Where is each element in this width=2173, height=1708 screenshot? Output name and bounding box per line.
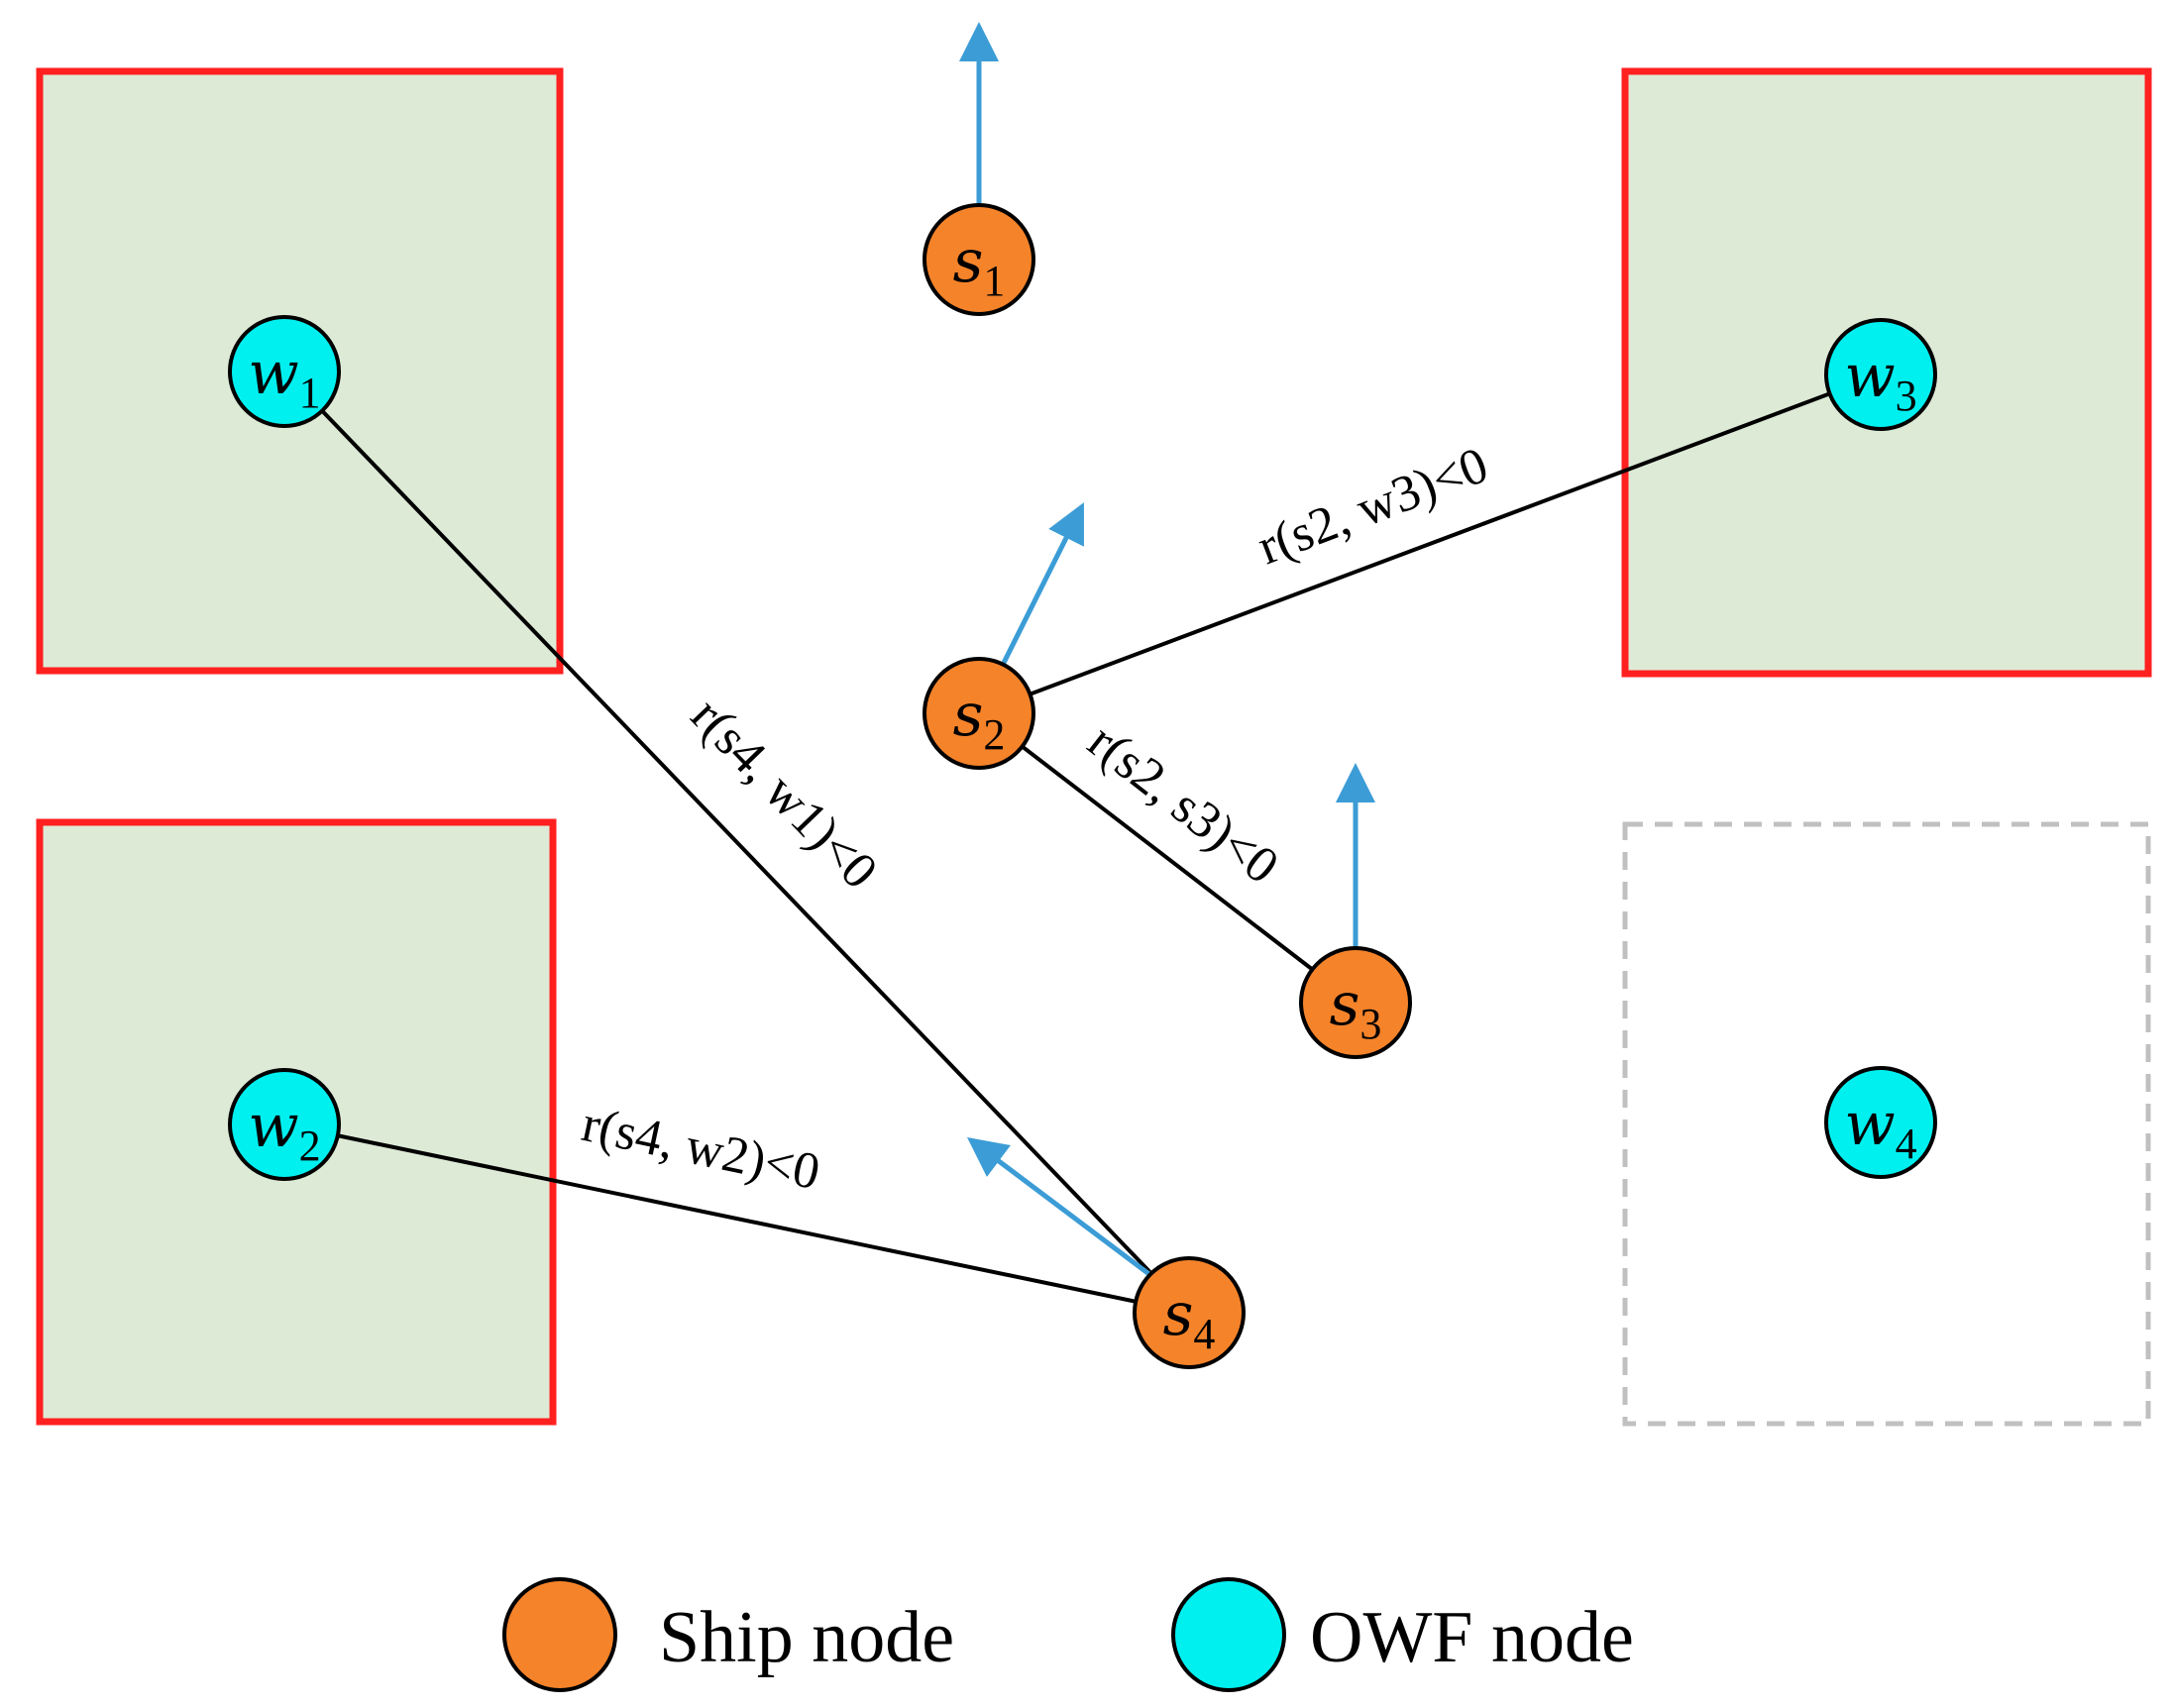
svg-text:s4: s4	[1163, 1280, 1216, 1358]
svg-text:s2: s2	[953, 681, 1006, 759]
owf-node-w1-label: w	[248, 339, 298, 408]
ship-node-s4: s4	[1133, 1256, 1246, 1369]
owf-node-w3-label: w	[1844, 342, 1895, 411]
ship-node-s3: s3	[1299, 946, 1412, 1059]
owf-node-w3-sub: 3	[1896, 372, 1917, 420]
legend: Ship node OWF node	[502, 1577, 1634, 1692]
owf-node-w2-label: w	[248, 1092, 298, 1161]
move-arrow-s2	[993, 502, 1084, 681]
ship-node-s2-sub: 2	[983, 710, 1005, 759]
owf-node-w3: w3	[1824, 318, 1937, 431]
svg-text:w3: w3	[1844, 342, 1916, 420]
legend-ship-swatch	[502, 1577, 617, 1692]
edge-label-s2-w3: r(s2, w3)<0	[1250, 437, 1495, 576]
svg-text:s3: s3	[1330, 970, 1382, 1048]
legend-owf-swatch	[1171, 1577, 1286, 1692]
ship-node-s1-sub: 1	[983, 257, 1005, 305]
svg-text:s1: s1	[953, 227, 1006, 305]
owf-zone-w4	[1622, 821, 2151, 1427]
svg-text:w2: w2	[248, 1092, 320, 1170]
owf-node-w4: w4	[1824, 1066, 1937, 1179]
edge-s4-w1	[282, 370, 1191, 1315]
owf-node-w1: w1	[228, 315, 341, 428]
ship-node-s1-label: s	[953, 227, 984, 296]
svg-text:w4: w4	[1844, 1090, 1916, 1168]
ship-node-s1: s1	[923, 203, 1035, 316]
owf-node-w2: w2	[228, 1068, 341, 1181]
legend-owf-label: OWF node	[1310, 1597, 1634, 1678]
edge-s4-w2	[283, 1122, 1190, 1315]
owf-node-w2-sub: 2	[299, 1121, 321, 1170]
edge-label-s4-w2: r(s4, w2)<0	[578, 1096, 825, 1201]
edge-s2-w3	[978, 373, 1882, 715]
edge-label-s4-w1: r(s4, w1)<0	[680, 688, 888, 900]
legend-ship-label: Ship node	[659, 1597, 954, 1678]
ship-node-s4-sub: 4	[1193, 1310, 1215, 1358]
ship-node-s4-label: s	[1163, 1280, 1194, 1349]
ship-node-s3-sub: 3	[1359, 1000, 1381, 1048]
owf-node-w4-sub: 4	[1896, 1120, 1917, 1168]
ship-node-s3-label: s	[1330, 970, 1360, 1039]
ship-node-s2-label: s	[953, 681, 984, 750]
owf-node-w1-sub: 1	[299, 369, 321, 417]
svg-text:w1: w1	[248, 339, 320, 417]
move-arrow-s4	[967, 1136, 1156, 1280]
edge-s2-s3	[977, 711, 1358, 1005]
ship-node-s2: s2	[923, 657, 1035, 770]
owf-node-w4-label: w	[1844, 1090, 1895, 1159]
